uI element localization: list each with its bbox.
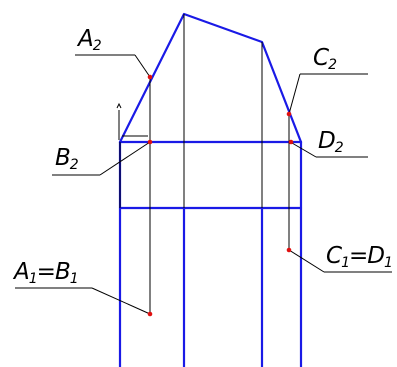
label-b2: B2: [55, 145, 79, 173]
leader-d2: [291, 142, 317, 158]
point-d2: [288, 139, 294, 145]
leader-b2: [99, 141, 151, 176]
label-a1-equals-b1: A1=B1: [12, 259, 78, 287]
leader-a2: [134, 54, 151, 78]
front-view-outline: [118, 12, 303, 144]
leader-c2: [288, 73, 301, 115]
label-c2: C2: [313, 45, 337, 73]
leader-c1d1: [288, 249, 325, 273]
leader-a1b1: [91, 287, 151, 315]
point-c2: [286, 111, 292, 117]
axis-marker-arrow: [116, 102, 122, 109]
label-c1-equals-d1: C1=D1: [326, 243, 392, 271]
point-c1d1: [286, 247, 292, 253]
point-a2: [147, 74, 153, 80]
label-d2: D2: [318, 128, 344, 156]
label-a2: A2: [76, 26, 102, 54]
point-b2: [147, 139, 153, 145]
point-a1b1: [147, 311, 153, 317]
